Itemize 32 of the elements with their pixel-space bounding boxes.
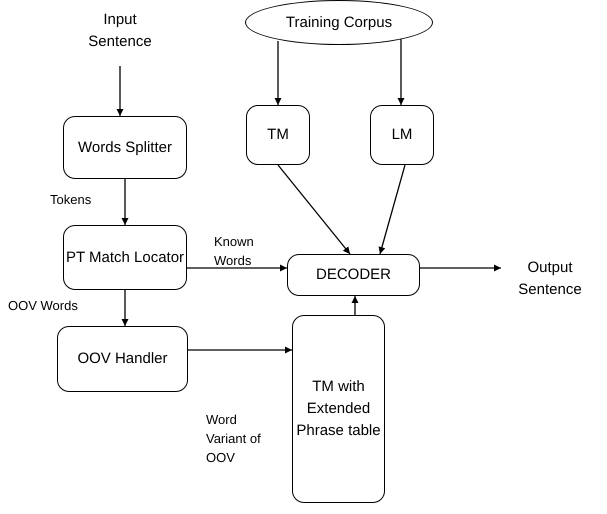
node-label: Input Sentence <box>87 10 153 52</box>
arrow <box>420 264 501 272</box>
node-text: Words Splitter <box>78 138 172 158</box>
arrow <box>187 264 287 272</box>
process-box <box>246 105 310 165</box>
edge-label: Known Words <box>214 233 255 270</box>
process-box <box>370 105 434 165</box>
node-text: Training Corpus <box>286 12 392 32</box>
process-box <box>292 315 385 503</box>
arrow <box>122 290 128 326</box>
arrow <box>188 346 292 354</box>
node-text: TM with Extended Phrase table <box>295 377 382 441</box>
arrow <box>398 39 404 105</box>
process-box <box>57 326 188 392</box>
arrow <box>378 164 406 254</box>
process-box <box>63 225 187 290</box>
edge-label: OOV Words <box>8 297 79 315</box>
node-text: DECODER <box>316 265 391 285</box>
process-box <box>287 254 420 296</box>
node-label: Output Sentence <box>517 258 583 300</box>
node-text: PT Match Locator <box>66 248 184 268</box>
node-text: OOV Handler <box>77 349 168 369</box>
arrow <box>122 179 128 225</box>
arrow <box>352 296 358 315</box>
arrow <box>274 41 282 105</box>
edge-label: Word Variant of OOV <box>206 411 262 467</box>
node-text: LM <box>392 125 412 145</box>
node-text: TM <box>267 125 289 145</box>
arrow <box>278 164 350 254</box>
arrow <box>116 66 124 116</box>
process-box <box>63 116 187 179</box>
edge-label: Tokens <box>50 191 92 209</box>
